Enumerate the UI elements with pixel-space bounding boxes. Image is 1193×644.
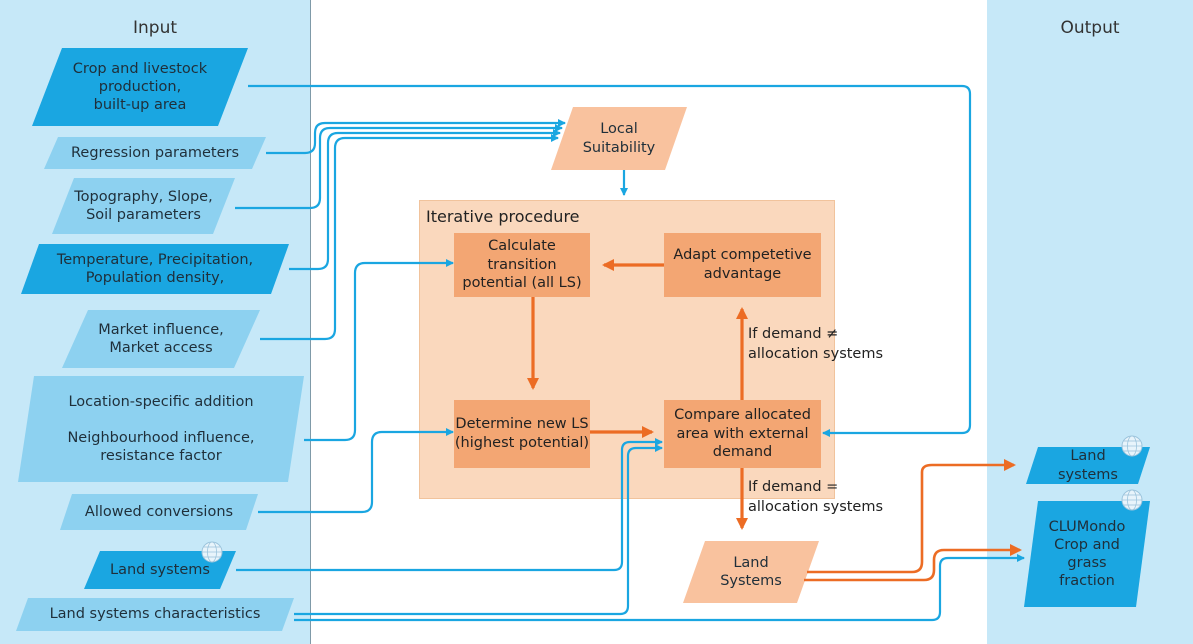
calculate-transition-potential: Calculate transition potential (all LS) [454, 233, 590, 297]
input-land-systems-characteristics: Land systems characteristics [16, 598, 294, 631]
local-suitability: Local Suitability [551, 107, 687, 170]
output-panel-title: Output [1060, 18, 1120, 38]
input-temperature: Temperature, Precipitation, Population d… [21, 244, 289, 294]
adapt-competitive-advantage: Adapt competetive advantage [664, 233, 821, 297]
input-crop-livestock: Crop and livestock production, built-up … [32, 48, 248, 126]
globe-icon [1121, 489, 1143, 511]
condition-equal: If demand = allocation systems [748, 479, 884, 515]
globe-icon [201, 541, 223, 563]
iterative-procedure-title: Iterative procedure [426, 207, 580, 226]
compare-allocated-area: Compare allocated area with external dem… [664, 400, 821, 468]
input-market: Market influence, Market access [62, 310, 260, 368]
input-land-systems: Land systems [84, 551, 236, 589]
input-panel-title: Input [132, 18, 178, 38]
input-location-specific: Location-specific addition Neighbourhood… [18, 376, 304, 482]
input-allowed-conversions: Allowed conversions [60, 494, 258, 530]
input-topography: Topography, Slope, Soil parameters [52, 178, 235, 234]
input-regression-parameters: Regression parameters [44, 137, 266, 169]
output-land-systems: Land systems [1026, 447, 1150, 484]
land-systems-result: Land Systems [683, 541, 819, 603]
condition-not-equal: If demand ≠ allocation systems [748, 326, 884, 362]
globe-icon [1121, 435, 1143, 457]
determine-new-ls: Determine new LS (highest potential) [454, 400, 590, 468]
arrow-characteristics-to-clumondo [294, 554, 1025, 622]
output-clumondo: CLUMondo Crop and grass fraction [1024, 501, 1150, 607]
